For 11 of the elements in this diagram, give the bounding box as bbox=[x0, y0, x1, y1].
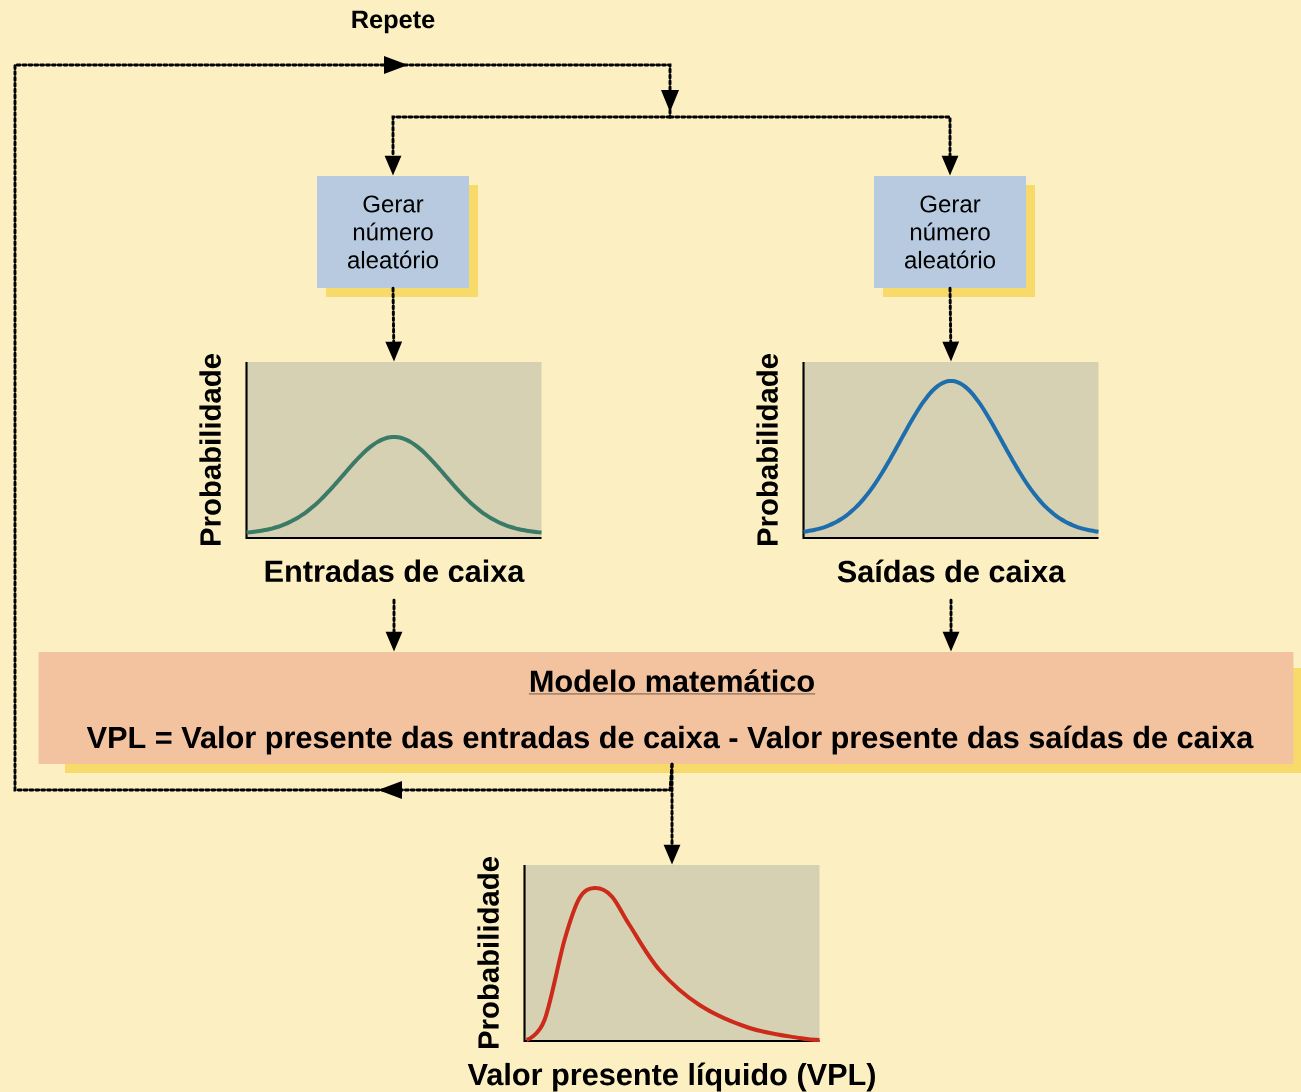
process-box: Gerar número aleatório bbox=[317, 176, 478, 297]
arrow bbox=[13, 56, 679, 799]
axis-label: Probabilidade bbox=[477, 857, 499, 1049]
axis-label: Valor presente líquido (VPL) bbox=[467, 1062, 875, 1092]
process-box: Gerar número aleatório bbox=[874, 176, 1035, 297]
axis-label: Probabilidade bbox=[199, 354, 221, 545]
axis-label: Saídas de caixa bbox=[837, 559, 1066, 583]
axis-label: Entradas de caixa bbox=[265, 559, 525, 583]
edge-label: Repete bbox=[349, 9, 437, 35]
axis-label: Probabilidade bbox=[756, 354, 778, 545]
model-box: Modelo matemático VPL = Valor presente das entradas de caixa - Valor presente das saídas de caixa bbox=[38, 652, 1301, 773]
